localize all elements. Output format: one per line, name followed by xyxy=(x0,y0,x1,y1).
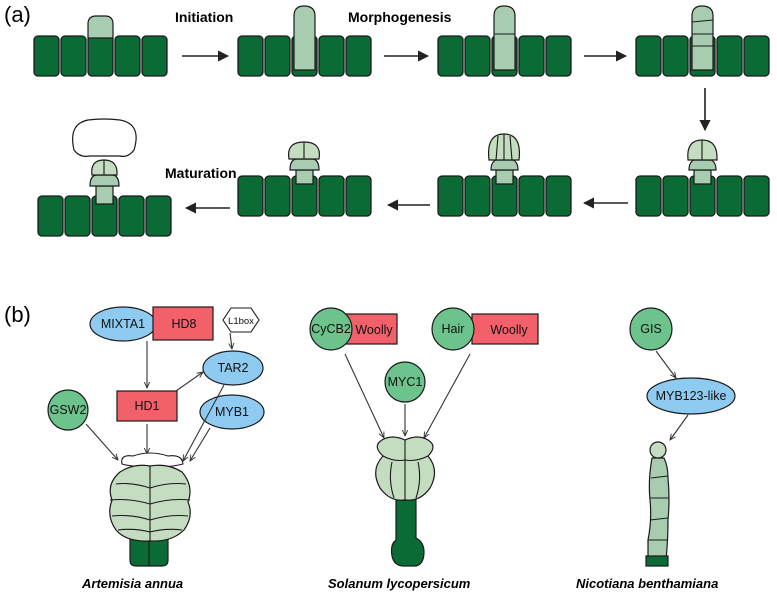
node-gis-label: GIS xyxy=(640,322,662,336)
node-myc1 xyxy=(384,361,426,403)
node-tar2-label: TAR2 xyxy=(217,361,248,375)
panel-a-arrows xyxy=(182,50,711,214)
node-myb123-like-label: MYB123-like xyxy=(656,389,727,403)
species-solanum: Solanum lycopersicum xyxy=(328,576,471,591)
panel-a-label: (a) xyxy=(4,2,31,27)
stage-2-epidermis xyxy=(237,5,372,77)
stage-3-epidermis xyxy=(437,5,572,77)
node-hair xyxy=(431,307,475,351)
stage-maturation-label: Maturation xyxy=(165,165,237,181)
stage-5-epidermis xyxy=(635,139,770,217)
artemisia-trichome xyxy=(109,452,191,567)
node-l1box xyxy=(222,307,260,333)
panel-b-label: (b) xyxy=(4,302,31,327)
node-hd1 xyxy=(116,390,178,422)
stage-morphogenesis-label: Morphogenesis xyxy=(348,9,452,25)
node-hd8-label: HD8 xyxy=(171,317,196,331)
node-tar2 xyxy=(202,350,264,386)
stage-7-epidermis xyxy=(237,141,372,217)
node-gis xyxy=(629,307,673,351)
node-myb1-label: MYB1 xyxy=(215,405,249,419)
node-gsw2-label: GSW2 xyxy=(50,403,87,417)
artemisia-network: MIXTA1 HD8 L1box TAR2 HD1 MYB1 GSW2 xyxy=(47,306,265,591)
node-woolly-1-label: Woolly xyxy=(355,323,393,337)
node-myb1 xyxy=(199,394,265,430)
stage-8-epidermis xyxy=(37,118,172,237)
stage-4-epidermis xyxy=(635,5,770,77)
node-mixta1-label: MIXTA1 xyxy=(101,317,145,331)
node-hd8 xyxy=(152,306,214,341)
node-cycb2-label: CyCB2 xyxy=(311,322,351,336)
node-woolly-2 xyxy=(471,313,539,345)
node-myc1-label: MYC1 xyxy=(388,375,423,389)
node-hair-label: Hair xyxy=(442,322,465,336)
solanum-network: Woolly CyCB2 Woolly Hair MYC1 Solanum ly… xyxy=(309,307,539,591)
stage-initiation-label: Initiation xyxy=(175,9,233,25)
species-nicotiana: Nicotiana benthamiana xyxy=(576,576,718,591)
solanum-trichome xyxy=(375,436,436,567)
node-woolly-2-label: Woolly xyxy=(490,323,528,337)
node-myb123-like xyxy=(646,377,736,415)
nicotiana-trichome xyxy=(645,441,670,567)
node-hd1-label: HD1 xyxy=(134,399,159,413)
nicotiana-network: GIS MYB123-like Nicotiana benthamiana xyxy=(576,307,736,591)
species-artemisia: Artemisia annua xyxy=(81,576,183,591)
node-gsw2 xyxy=(47,389,89,431)
node-l1box-label: L1box xyxy=(228,316,254,327)
stage-6-epidermis xyxy=(437,133,572,217)
node-cycb2 xyxy=(309,307,353,351)
stage-1-epidermis xyxy=(33,15,168,77)
